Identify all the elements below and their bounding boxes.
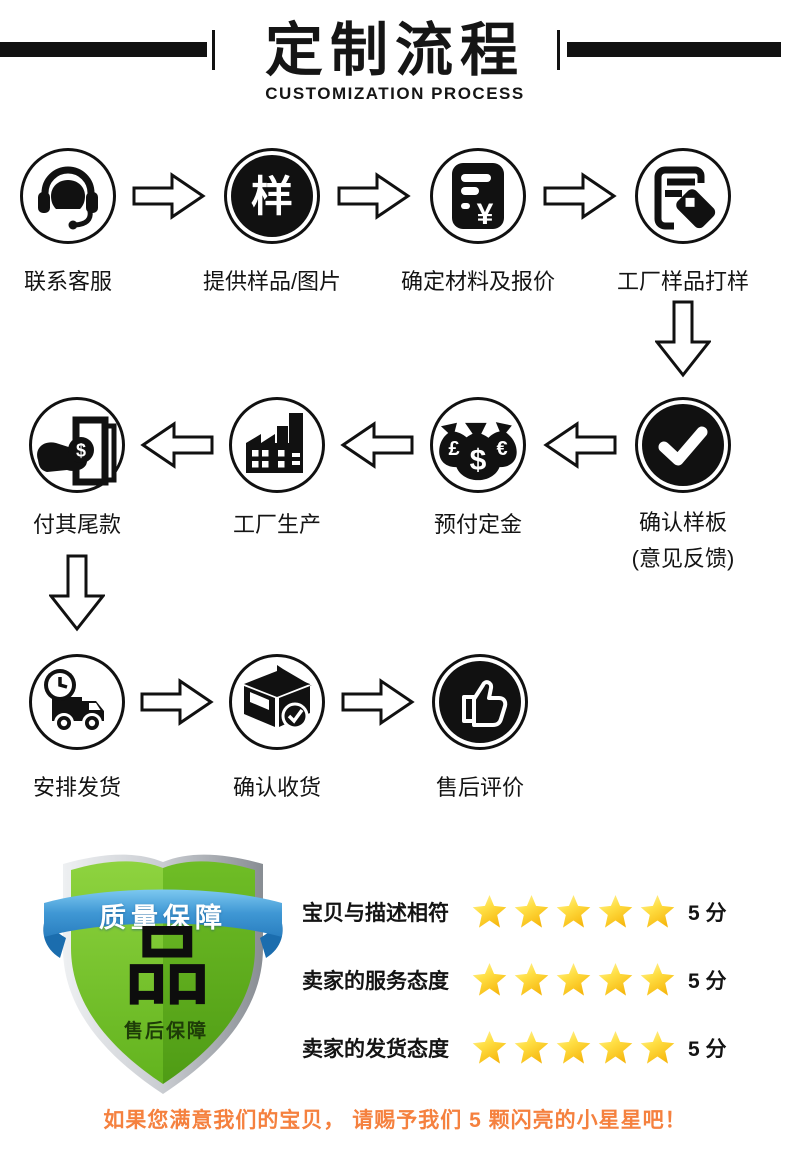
arrow-right-icon bbox=[543, 172, 617, 220]
yen-glyph: ¥ bbox=[477, 198, 494, 231]
rating-row-service-attitude: 卖家的服务态度 5 分 bbox=[302, 958, 727, 1002]
shield-bottom-label: 售后保障 bbox=[123, 1021, 209, 1042]
step-label: 工厂生产 bbox=[232, 512, 322, 537]
quality-ribbon bbox=[43, 889, 283, 958]
factory-icon bbox=[246, 413, 303, 473]
step-label: 提供样品/图片 bbox=[202, 269, 342, 294]
step-label: 确认收货 bbox=[232, 775, 322, 800]
confirm-check-icon bbox=[642, 404, 724, 486]
pay-balance-hand-money-icon: $ bbox=[37, 416, 117, 486]
sample-tag-icon bbox=[654, 166, 716, 230]
header-rule-left bbox=[0, 42, 207, 57]
star-icon bbox=[472, 895, 507, 928]
ribbon-label: 质量保障 bbox=[99, 903, 227, 933]
step-factory-proof bbox=[635, 148, 731, 244]
star-rating bbox=[472, 1031, 675, 1065]
arrow-right-icon bbox=[132, 172, 206, 220]
header-tick-left bbox=[212, 30, 215, 70]
step-label: 确认样板 bbox=[638, 510, 728, 535]
step-sublabel: (意见反馈) bbox=[631, 546, 735, 571]
receive-box-check-icon bbox=[244, 665, 312, 730]
sample-glyph: 样 bbox=[251, 173, 293, 220]
star-rating bbox=[472, 895, 675, 929]
arrow-down-icon bbox=[49, 554, 105, 632]
header-tick-right bbox=[557, 30, 560, 70]
star-icon bbox=[514, 963, 549, 996]
thumbs-up-icon bbox=[439, 661, 521, 743]
step-prepay-deposit: £ $ € bbox=[430, 397, 526, 493]
shield-character: 品 bbox=[124, 919, 210, 1015]
step-arrange-shipment bbox=[29, 654, 125, 750]
arrow-right-icon bbox=[341, 678, 415, 726]
delivery-truck-clock-icon bbox=[44, 669, 104, 733]
step-provide-sample: 样 bbox=[224, 148, 320, 244]
star-rating bbox=[472, 963, 675, 997]
step-label: 联系客服 bbox=[23, 269, 113, 294]
sample-character-icon: 样 bbox=[231, 155, 313, 237]
pound-glyph: £ bbox=[448, 438, 459, 460]
star-icon bbox=[556, 1031, 591, 1064]
step-label: 售后评价 bbox=[435, 775, 525, 800]
rating-row-description-match: 宝贝与描述相符 5 分 bbox=[302, 890, 727, 934]
arrow-right-icon bbox=[337, 172, 411, 220]
star-icon bbox=[598, 895, 633, 928]
star-icon bbox=[598, 1031, 633, 1064]
star-icon bbox=[640, 895, 675, 928]
page-subtitle: CUSTOMIZATION PROCESS bbox=[265, 84, 525, 103]
arrow-right-icon bbox=[140, 678, 214, 726]
step-label: 安排发货 bbox=[32, 775, 122, 800]
quotation-document-icon: ¥ bbox=[452, 163, 504, 231]
arrow-left-icon bbox=[340, 421, 414, 469]
rating-label: 宝贝与描述相符 bbox=[302, 902, 449, 925]
star-icon bbox=[472, 963, 507, 996]
step-after-sale-review bbox=[432, 654, 528, 750]
step-label: 工厂样品打样 bbox=[616, 269, 750, 294]
star-icon bbox=[598, 963, 633, 996]
arrow-down-icon bbox=[655, 300, 711, 378]
star-icon bbox=[640, 963, 675, 996]
customer-service-headset-icon bbox=[38, 166, 98, 230]
dollar-glyph: $ bbox=[470, 444, 487, 477]
arrow-left-icon bbox=[543, 421, 617, 469]
star-icon bbox=[556, 963, 591, 996]
step-label: 预付定金 bbox=[433, 512, 523, 537]
header-rule-right bbox=[567, 42, 781, 57]
rating-score: 5 分 bbox=[688, 1038, 727, 1061]
step-label: 付其尾款 bbox=[32, 512, 122, 537]
star-icon bbox=[514, 1031, 549, 1064]
star-icon bbox=[640, 1031, 675, 1064]
step-pay-balance: $ bbox=[29, 397, 125, 493]
step-contact-service bbox=[20, 148, 116, 244]
money-bags-icon: £ $ € bbox=[439, 422, 517, 481]
euro-glyph: € bbox=[496, 438, 507, 460]
rating-score: 5 分 bbox=[688, 902, 727, 925]
rating-row-shipping-attitude: 卖家的发货态度 5 分 bbox=[302, 1026, 727, 1070]
arrow-left-icon bbox=[140, 421, 214, 469]
star-icon bbox=[556, 895, 591, 928]
step-confirm-sample bbox=[635, 397, 731, 493]
step-factory-production bbox=[229, 397, 325, 493]
page-title: 定制流程 bbox=[264, 18, 525, 83]
star-icon bbox=[514, 895, 549, 928]
rating-label: 卖家的服务态度 bbox=[302, 970, 449, 993]
step-confirm-receipt bbox=[229, 654, 325, 750]
rating-label: 卖家的发货态度 bbox=[302, 1038, 449, 1061]
step-confirm-quote: ¥ bbox=[430, 148, 526, 244]
star-icon bbox=[472, 1031, 507, 1064]
dollar-glyph: $ bbox=[76, 441, 86, 461]
five-star-request-note: 如果您满意我们的宝贝， 请赐予我们 5 颗闪亮的小星星吧！ bbox=[103, 1109, 687, 1132]
rating-score: 5 分 bbox=[688, 970, 727, 993]
step-label: 确定材料及报价 bbox=[400, 269, 556, 294]
